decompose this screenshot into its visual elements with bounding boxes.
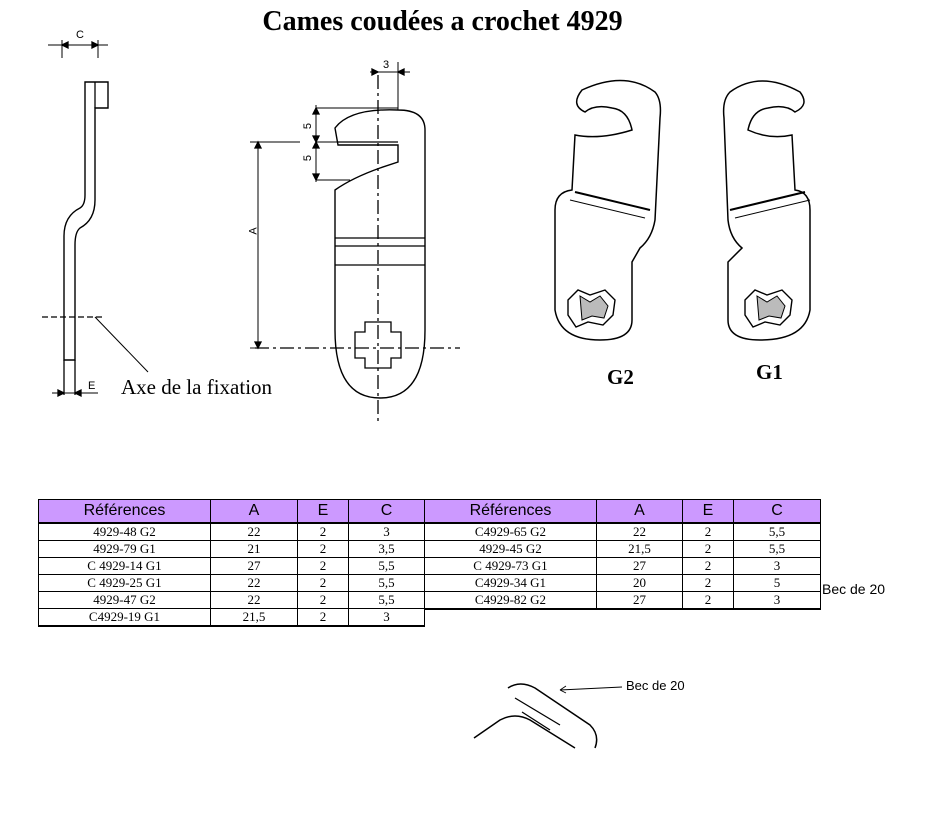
dim-3-label: 3 <box>383 59 390 71</box>
cell-a: 22 <box>596 522 683 541</box>
col-header-references: Références <box>424 499 597 524</box>
cell-a: 20 <box>596 574 683 592</box>
cell-e: 2 <box>297 574 349 592</box>
cell-a: 22 <box>210 591 298 609</box>
cell-e: 2 <box>297 557 349 575</box>
cell-c: 5 <box>733 574 821 592</box>
front-view-drawing <box>250 62 460 425</box>
table-header-row: Références A E C <box>424 499 821 524</box>
col-header-a: A <box>210 499 298 524</box>
cell-e: 2 <box>682 522 734 541</box>
cell-e: 2 <box>297 608 349 627</box>
col-header-e: E <box>682 499 734 524</box>
dim-a-label: A <box>247 227 260 235</box>
col-header-c: C <box>348 499 425 524</box>
cell-c: 3 <box>348 608 425 627</box>
cell-reference: 4929-79 G1 <box>38 540 211 558</box>
cell-c: 5,5 <box>733 540 821 558</box>
cam-g1-3d-drawing <box>722 80 811 341</box>
page-title: Cames coudées a crochet 4929 <box>262 6 623 37</box>
side-view-drawing <box>42 40 149 398</box>
axis-label: Axe de la fixation <box>121 375 273 399</box>
cell-a: 27 <box>210 557 298 575</box>
table-header-row: Références A E C <box>38 499 425 524</box>
cell-reference: 4929-48 G2 <box>38 522 211 541</box>
cell-c: 3 <box>733 591 821 610</box>
cell-reference: 4929-47 G2 <box>38 591 211 609</box>
cell-e: 2 <box>682 591 734 610</box>
bec-detail-label: Bec de 20 <box>626 678 685 693</box>
cell-reference: C4929-82 G2 <box>424 591 597 610</box>
col-header-c: C <box>733 499 821 524</box>
cell-c: 3 <box>348 522 425 541</box>
cell-c: 5,5 <box>733 522 821 541</box>
cell-reference: C 4929-14 G1 <box>38 557 211 575</box>
cell-e: 2 <box>682 540 734 558</box>
cell-a: 22 <box>210 574 298 592</box>
cell-reference: C4929-19 G1 <box>38 608 211 627</box>
cell-e: 2 <box>297 540 349 558</box>
cell-c: 5,5 <box>348 557 425 575</box>
col-header-references: Références <box>38 499 211 524</box>
cam-g2-3d-drawing <box>554 79 662 341</box>
cell-c: 5,5 <box>348 591 425 609</box>
cell-e: 2 <box>297 522 349 541</box>
cell-reference: C 4929-73 G1 <box>424 557 597 575</box>
cell-a: 27 <box>596 591 683 610</box>
cell-a: 21 <box>210 540 298 558</box>
cell-reference: C4929-65 G2 <box>424 522 597 541</box>
dim-5-bottom-label: 5 <box>302 154 315 162</box>
cell-a: 21,5 <box>596 540 683 558</box>
dim-c-label: C <box>76 29 84 41</box>
cell-e: 2 <box>682 557 734 575</box>
cell-reference: 4929-45 G2 <box>424 540 597 558</box>
cell-e: 2 <box>297 591 349 609</box>
bec-detail-drawing <box>473 683 623 749</box>
col-header-e: E <box>297 499 349 524</box>
dim-5-top-label: 5 <box>302 122 315 130</box>
cell-a: 22 <box>210 522 298 541</box>
cell-reference: C4929-34 G1 <box>424 574 597 592</box>
label-g2: G2 <box>607 365 634 389</box>
cell-c: 3 <box>733 557 821 575</box>
cell-c: 3,5 <box>348 540 425 558</box>
bec-side-note: Bec de 20 <box>822 581 886 597</box>
cell-a: 21,5 <box>210 608 298 627</box>
cell-reference: C 4929-25 G1 <box>38 574 211 592</box>
col-header-a: A <box>596 499 683 524</box>
dim-e-label: E <box>88 380 96 392</box>
cell-e: 2 <box>682 574 734 592</box>
label-g1: G1 <box>756 360 783 384</box>
cell-c: 5,5 <box>348 574 425 592</box>
cell-a: 27 <box>596 557 683 575</box>
